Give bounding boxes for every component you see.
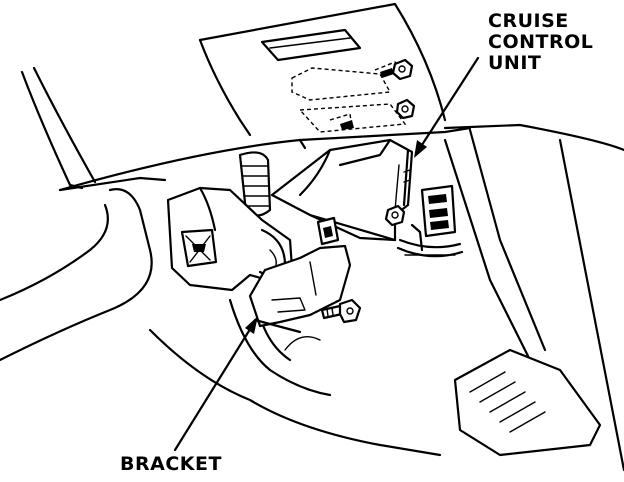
upper-nuts [340,58,416,130]
label-line-1: CRUISE [488,10,569,32]
cruise-control-unit-label: CRUISE CONTROL UNIT [488,11,593,74]
leader-arrows [173,56,480,452]
bracket-bolt [320,298,362,324]
dash-lower-edge [58,126,472,192]
bracket-label: BRACKET [120,453,222,475]
brake-pedal [443,128,602,457]
bracket [248,216,352,334]
right-connector-block [410,184,457,252]
column-boss [396,238,464,258]
dash-panel [198,2,447,137]
left-trim-panel [0,66,153,362]
label-line-3: UNIT [488,52,542,74]
label-line-2: CONTROL [488,31,594,53]
right-side-panel [443,123,624,472]
cruise-control-unit [270,138,414,242]
